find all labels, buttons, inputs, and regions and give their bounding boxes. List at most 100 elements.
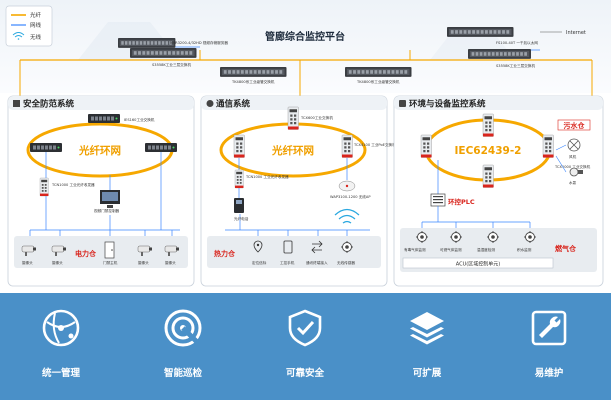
- shield-icon: [13, 100, 20, 107]
- acu-bus: [421, 206, 531, 232]
- network-diagram: 光纤 网线 无线 NVR3200-4/32HD 视频存储服务器 S3558K工业…: [0, 0, 611, 287]
- section-environment: 环境与设备监控系统 IEC62439-2 TCX1000 工业交换机 污水仓 风…: [393, 95, 604, 287]
- section-security: 安全防范系统 光纤环网 IES160工业交换机 TCN1000 工业光纤收发器 …: [7, 95, 195, 287]
- globe-network-icon: [42, 309, 80, 347]
- ring-switch-1: [220, 67, 287, 77]
- fs-switch-label: FS100-40T 一千兆以太网: [496, 40, 538, 45]
- nvr-server: [118, 38, 176, 48]
- env-title: 环境与设备监控系统: [409, 99, 486, 110]
- pump-label: 水泵: [569, 180, 577, 185]
- feature-label: 可靠安全: [285, 368, 324, 379]
- wifi-icon: [334, 208, 360, 224]
- comm-transceiver-label: TCN1000 工业光纤收发器: [245, 174, 289, 179]
- feature-label: 统一管理: [41, 368, 80, 379]
- section-communication: 通信系统 光纤环网 TCX600工业交换机 TCX4100 工业PoE交换机 T…: [200, 95, 396, 287]
- fs-switch: [447, 27, 514, 37]
- env-switch-bottom: [482, 164, 494, 188]
- door-host-label: 门禁主机: [103, 260, 118, 265]
- plc-label: 环控PLC: [448, 197, 475, 206]
- core-switch-left-label: S3558K工业三层交换机: [152, 62, 191, 67]
- poe-switch-label: TCX4100 工业PoE交换机: [353, 142, 396, 147]
- ies-switch-right: [145, 143, 177, 152]
- access-controller: [100, 190, 120, 208]
- core-switch-right: [468, 49, 531, 59]
- comm-icon-label: 工控手机: [280, 260, 295, 265]
- power-zone-label: 电力仓: [75, 249, 97, 258]
- env-switch-label: TCX1000 工业交换机: [554, 164, 591, 169]
- tcx-switch-right: [341, 134, 353, 158]
- acu-label: ACU(区域控制单元): [456, 261, 500, 268]
- door-host: [104, 241, 115, 259]
- transceiver-label: TCN1000 工业光纤收发器: [51, 182, 95, 187]
- access-controller-label: 视频门禁控制器: [94, 208, 120, 213]
- location-beacon-icon: [253, 240, 263, 253]
- industrial-phone-icon: [283, 240, 293, 254]
- nvr-label: NVR3200-4/32HD 视频存储服务器: [170, 40, 228, 45]
- shield-check-icon: [288, 309, 322, 347]
- camera-label: 摄像头: [52, 260, 63, 265]
- monitor-icon: [399, 100, 406, 107]
- tcx-switch-left: [233, 134, 245, 158]
- heat-zone-label: 热力仓: [214, 249, 236, 258]
- feature-unified-management: 统一管理: [0, 293, 122, 400]
- tcx-switch-label: TCX600工业交换机: [300, 115, 333, 120]
- sewage-zone: [557, 119, 591, 131]
- fiber-transceiver: [39, 177, 49, 197]
- env-switch-right: [542, 134, 554, 158]
- feature-label: 智能巡检: [163, 368, 202, 379]
- core-switch-left: [130, 48, 197, 58]
- fan-label: 风机: [569, 154, 577, 159]
- security-title: 安全防范系统: [23, 99, 75, 110]
- feature-smart-inspection: 智能巡检: [122, 293, 244, 400]
- camera-label: 摄像头: [165, 260, 176, 265]
- plc-icon: [430, 193, 446, 207]
- ring-switch-2: [345, 67, 412, 77]
- env-ring-label: IEC62439-2: [455, 145, 522, 157]
- acu-box: [402, 257, 554, 269]
- legend-cable-label: 网线: [30, 21, 42, 29]
- legend-fiber-label: 光纤: [30, 11, 42, 19]
- feature-label: 易维护: [534, 368, 564, 379]
- env-switch-top: [482, 113, 494, 137]
- ring-switch-1-label: TK4800系工业级管交换机: [231, 79, 275, 84]
- wireless-ap-label: WAP3100-1200 无线AP: [330, 194, 371, 199]
- core-switch-right-label: S3558K工业三层交换机: [496, 63, 535, 68]
- security-ring-label: 光纤环网: [78, 144, 121, 157]
- heat-zone: [207, 236, 381, 268]
- fiber-phone-label: 光纤电话: [234, 216, 249, 221]
- env-switch-left: [420, 134, 432, 158]
- signal-icon: [206, 100, 214, 107]
- ies-switch-top: [88, 114, 120, 123]
- comm-transceiver: [234, 169, 244, 189]
- pump-icon: [569, 167, 583, 177]
- feature-easy-maintenance: 易维护: [488, 293, 610, 400]
- sensor-label: 积水监测: [517, 247, 532, 252]
- terminal-access-icon: [311, 240, 323, 254]
- sewage-zone-label: 污水仓: [564, 121, 586, 130]
- camera-label: 摄像头: [138, 260, 149, 265]
- wifi-icon: [12, 32, 25, 40]
- comm-icon-label: 定位信标: [252, 260, 267, 265]
- tcx-switch-top: [287, 106, 299, 130]
- power-zone: [14, 236, 188, 268]
- camera-label: 摄像头: [22, 260, 33, 265]
- ring-switch-2-label: TK4800系工业级管交换机: [356, 79, 400, 84]
- comm-title: 通信系统: [216, 99, 251, 110]
- sensor-label: 可燃气体监测: [440, 247, 462, 252]
- legend-wireless-label: 无线: [30, 33, 42, 41]
- comm-icon-label: 无线传感器: [337, 260, 355, 265]
- feature-reliable-security: 可靠安全: [244, 293, 366, 400]
- layers-icon: [410, 312, 444, 345]
- feature-scalable: 可扩展: [366, 293, 488, 400]
- feature-band: 统一管理 智能巡检 可靠安全 可扩展: [0, 293, 611, 400]
- comm-icon-label: 通讯终端接入: [306, 260, 328, 265]
- legend: 光纤 网线 无线: [5, 5, 53, 47]
- sensor-label: 有毒气体监测: [404, 247, 426, 252]
- env-cable-link: [555, 144, 567, 173]
- gas-zone-label: 燃气仓: [554, 244, 577, 253]
- fan-icon: [567, 138, 581, 152]
- feature-label: 可扩展: [412, 368, 442, 379]
- ies-switch-label: IES160工业交换机: [124, 117, 155, 122]
- wrench-icon: [531, 310, 567, 346]
